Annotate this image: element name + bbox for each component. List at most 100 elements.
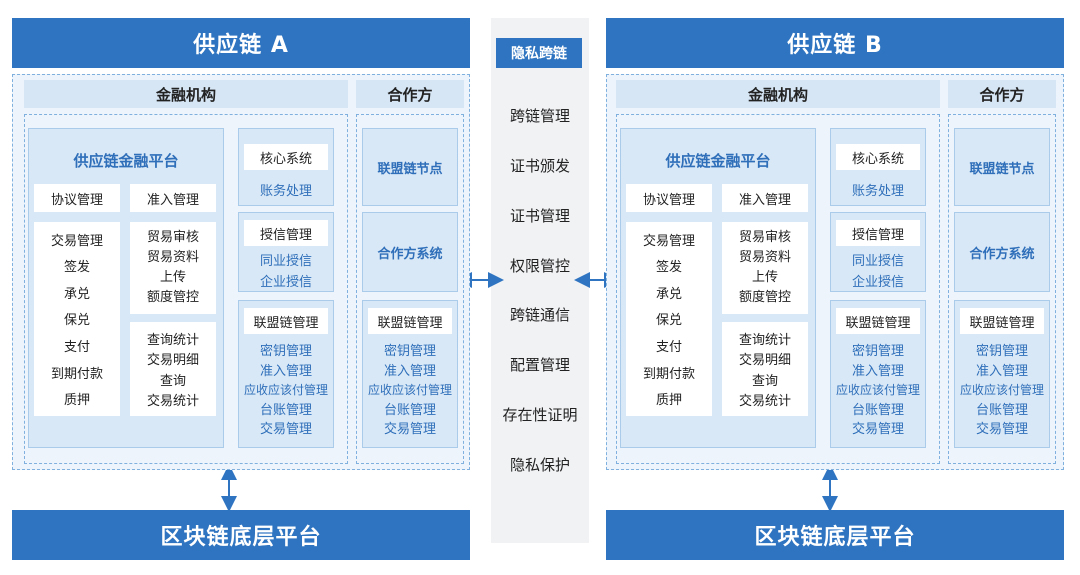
admission-item: 贸易审核 (738, 229, 791, 245)
query-item: 交易明细 (146, 353, 199, 369)
alliance-item: 密钥管理 (383, 344, 436, 359)
finance-area-a (24, 114, 348, 464)
query-item: 交易统计 (738, 394, 791, 410)
admission-item: 上传 (751, 269, 778, 285)
alliance-item: 准入管理 (975, 363, 1028, 379)
supply-chain-a-title: 供应链 A (12, 18, 470, 68)
admission-item: 额度管控 (146, 289, 199, 305)
partner-system-label-a: 合作方系统 (377, 246, 443, 262)
query-item: 交易统计 (146, 394, 199, 410)
alliance-item: 应收应该付管理 (367, 383, 452, 397)
alliance-item: 密钥管理 (259, 344, 312, 359)
accounting-b: 账务处理 (851, 184, 904, 199)
agreement-management-b: 协议管理 (626, 184, 712, 212)
partner-area-a (356, 114, 464, 464)
admission-detail-a: 贸易审核 贸易资料 上传 额度管控 (130, 222, 216, 314)
supply-chain-b-title: 供应链 B (606, 18, 1064, 68)
alliance-item: 台账管理 (975, 402, 1028, 418)
admission-management-b: 准入管理 (722, 184, 808, 212)
partner-label-a: 合作方 (356, 80, 464, 108)
crosschain-item: 隐私保护 (509, 455, 570, 474)
alliance-item: 台账管理 (851, 402, 904, 418)
alliance-node-label-a: 联盟链节点 (377, 161, 443, 177)
trade-management-list-a: 交易管理 签发 承兑 保兑 支付 到期付款 质押 (34, 222, 120, 416)
query-item: 查询 (159, 373, 186, 389)
alliance-node-b: 联盟链节点 (954, 128, 1050, 206)
trade-item: 保兑 (63, 313, 90, 329)
admission-item: 额度管控 (738, 289, 791, 305)
partner-label-b: 合作方 (948, 80, 1056, 108)
alliance-title-a: 联盟链管理 (244, 308, 328, 334)
partner-alliance-items-b: 密钥管理 准入管理 应收应该付管理 台账管理 交易管理 (946, 342, 1058, 440)
alliance-node-a: 联盟链节点 (362, 128, 458, 206)
trade-item: 支付 (63, 340, 90, 356)
trade-item: 交易管理 (642, 233, 695, 249)
admission-item: 上传 (159, 269, 186, 285)
alliance-item: 准入管理 (383, 363, 436, 379)
alliance-title-b: 联盟链管理 (836, 308, 920, 334)
query-item: 查询 (751, 373, 778, 389)
privacy-crosschain-column (491, 18, 589, 543)
partner-system-b: 合作方系统 (954, 212, 1050, 292)
credit-title-a: 授信管理 (244, 220, 328, 246)
alliance-items-a: 密钥管理 准入管理 应收应该付管理 台账管理 交易管理 (230, 342, 342, 440)
query-item: 查询统计 (146, 332, 199, 348)
alliance-item: 准入管理 (259, 363, 312, 379)
privacy-crosschain-items: 跨链管理 证书颁发 证书管理 权限管控 跨链通信 配置管理 存在性证明 隐私保护 (491, 105, 589, 475)
crosschain-item: 证书颁发 (509, 156, 570, 175)
alliance-item: 台账管理 (383, 402, 436, 418)
finance-area-b (616, 114, 940, 464)
platform-title-b: 供应链金融平台 (665, 152, 771, 170)
platform-title-a: 供应链金融平台 (73, 152, 179, 170)
credit-item-b: 同业授信 (851, 254, 904, 269)
alliance-item: 交易管理 (259, 422, 312, 437)
trade-item: 到期付款 (50, 366, 103, 382)
alliance-item: 密钥管理 (851, 344, 904, 359)
core-system-title-a: 核心系统 (244, 144, 328, 170)
alliance-item: 密钥管理 (975, 344, 1028, 359)
trade-item: 质押 (63, 393, 90, 409)
trade-item: 支付 (655, 340, 682, 356)
crosschain-item: 跨链通信 (509, 306, 570, 325)
alliance-item: 台账管理 (259, 402, 312, 418)
alliance-item: 应收应该付管理 (959, 383, 1044, 397)
trade-management-list-b: 交易管理 签发 承兑 保兑 支付 到期付款 质押 (626, 222, 712, 416)
query-statistics-b: 查询统计 交易明细 查询 交易统计 (722, 322, 808, 416)
alliance-item: 应收应该付管理 (835, 383, 920, 397)
query-statistics-a: 查询统计 交易明细 查询 交易统计 (130, 322, 216, 416)
alliance-item: 交易管理 (975, 422, 1028, 437)
trade-item: 质押 (655, 393, 682, 409)
crosschain-item: 存在性证明 (502, 406, 578, 425)
partner-system-label-b: 合作方系统 (969, 246, 1035, 262)
agreement-management-a: 协议管理 (34, 184, 120, 212)
crosschain-item: 配置管理 (509, 356, 570, 375)
trade-item: 到期付款 (642, 366, 695, 382)
alliance-items-b: 密钥管理 准入管理 应收应该付管理 台账管理 交易管理 (822, 342, 934, 440)
credit-item-a: 企业授信 (259, 275, 312, 290)
admission-detail-b: 贸易审核 贸易资料 上传 额度管控 (722, 222, 808, 314)
trade-item: 承兑 (63, 286, 90, 302)
partner-alliance-title-b: 联盟链管理 (960, 308, 1044, 334)
trade-item: 保兑 (655, 313, 682, 329)
partner-area-b (948, 114, 1056, 464)
credit-item-a: 同业授信 (259, 254, 312, 269)
admission-item: 贸易资料 (146, 249, 199, 265)
finance-institution-label-b: 金融机构 (616, 80, 940, 108)
crosschain-item: 跨链管理 (509, 107, 570, 125)
admission-item: 贸易审核 (146, 229, 199, 245)
crosschain-item: 权限管控 (509, 256, 570, 275)
partner-alliance-title-a: 联盟链管理 (368, 308, 452, 334)
trade-item: 承兑 (655, 286, 682, 302)
partner-alliance-items-a: 密钥管理 准入管理 应收应该付管理 台账管理 交易管理 (354, 342, 466, 440)
core-system-title-b: 核心系统 (836, 144, 920, 170)
finance-institution-label-a: 金融机构 (24, 80, 348, 108)
trade-item: 签发 (655, 260, 682, 276)
admission-management-a: 准入管理 (130, 184, 216, 212)
alliance-item: 准入管理 (851, 363, 904, 379)
privacy-crosschain-title: 隐私跨链 (496, 38, 582, 68)
crosschain-item: 证书管理 (509, 206, 570, 225)
query-item: 交易明细 (738, 353, 791, 369)
credit-item-b: 企业授信 (851, 275, 904, 290)
trade-item: 交易管理 (50, 233, 103, 249)
trade-item: 签发 (63, 260, 90, 276)
